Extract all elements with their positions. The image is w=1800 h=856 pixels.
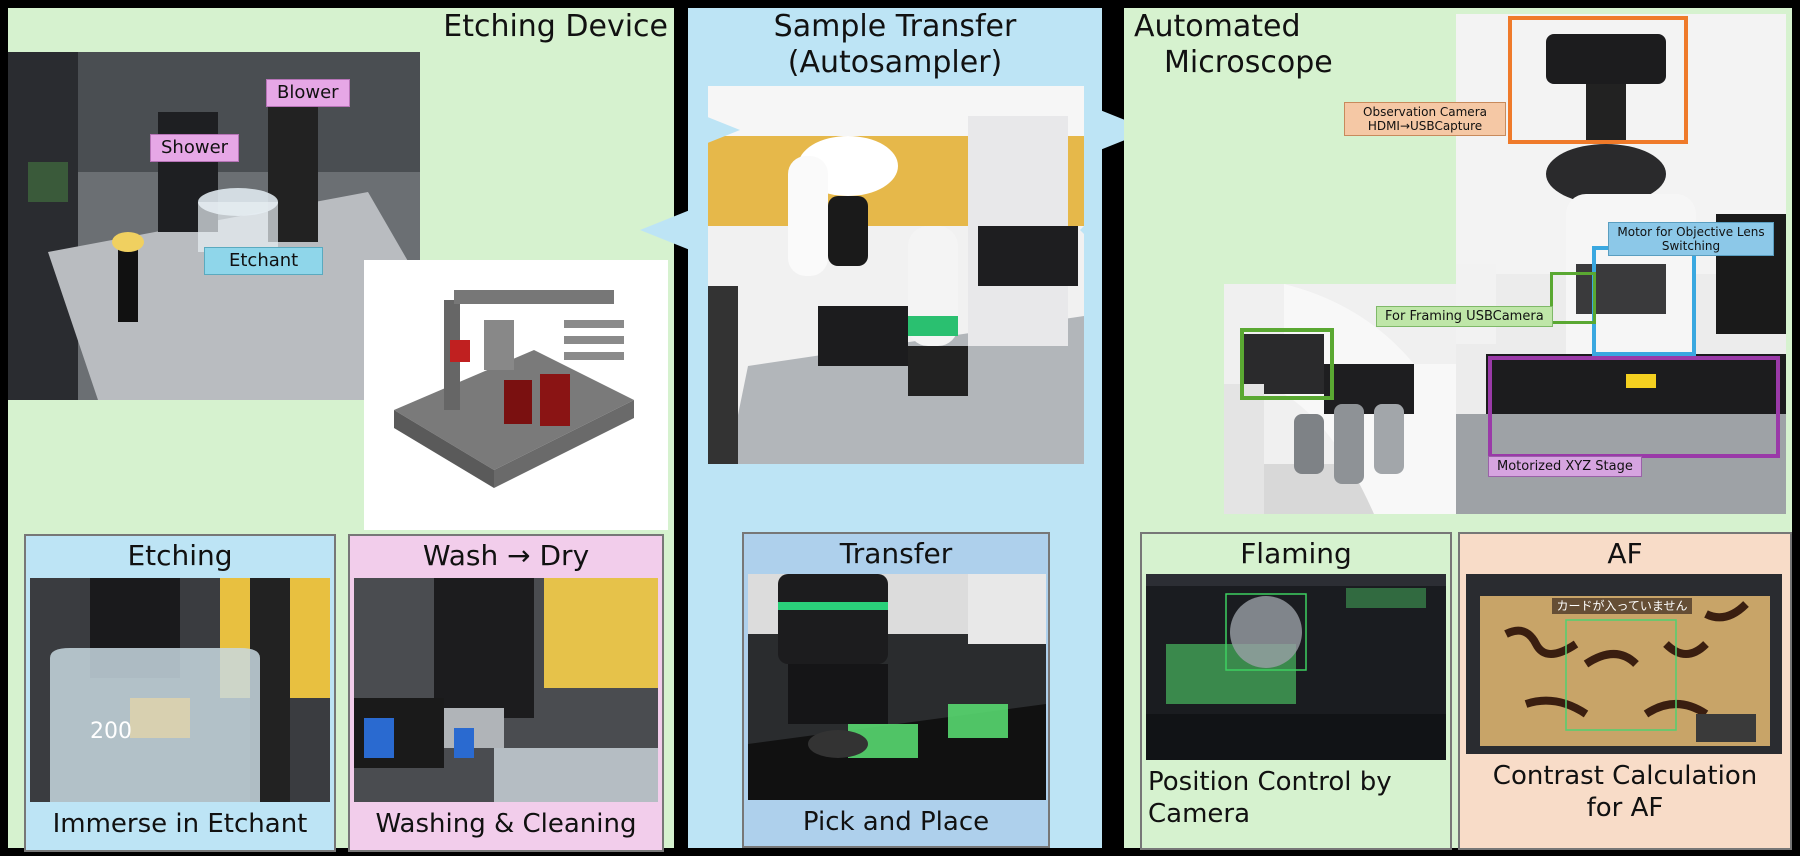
- af-card-title: AF: [1607, 537, 1643, 570]
- shower-label: Shower: [150, 134, 240, 162]
- automated-microscope-title-line1: Automated: [1134, 9, 1301, 44]
- wash-dry-card: Wash → Dry Washing & Cleaning: [348, 534, 664, 852]
- flaming-screen-photo: [1146, 574, 1446, 760]
- etching-device-panel: Etching Device Blower Shower Etchant: [8, 8, 674, 852]
- observation-camera-highlight: [1508, 16, 1688, 144]
- etching-device-photo: [8, 52, 420, 400]
- autosampler-photo: [708, 86, 1084, 464]
- xyz-stage-highlight: [1488, 356, 1780, 458]
- transfer-card: Transfer Pick and Place: [742, 532, 1050, 848]
- automated-microscope-title-line2: Microscope: [1164, 45, 1333, 80]
- af-screen-message: カードが入っていません: [1556, 598, 1687, 613]
- framing-camera-highlight-zoom: [1240, 328, 1334, 400]
- xyz-stage-label: Motorized XYZ Stage: [1488, 456, 1642, 477]
- transfer-photo: [748, 574, 1046, 800]
- objective-motor-label: Motor for Objective Lens Switching: [1608, 222, 1774, 256]
- observation-camera-label: Observation Camera HDMI→USBCapture: [1344, 102, 1506, 136]
- etchant-label: Etchant: [204, 247, 324, 275]
- flaming-card: Flaming Position Control by Camera: [1140, 532, 1452, 850]
- etching-card: Etching 200 Immerse in Etchant: [24, 534, 336, 852]
- transfer-card-caption: Pick and Place: [802, 807, 990, 837]
- blower-label: Blower: [266, 79, 350, 107]
- sample-transfer-panel: Sample Transfer (Autosampler) Transfer: [688, 8, 1102, 848]
- objective-motor-highlight: [1592, 246, 1696, 356]
- svg-text:200: 200: [90, 719, 132, 744]
- af-screen-photo: カードが入っていません: [1466, 574, 1782, 754]
- sample-transfer-title-line1: Sample Transfer: [773, 9, 1017, 44]
- af-card-caption: Contrast Calculation for AF: [1492, 761, 1758, 823]
- etching-device-cad-render: [364, 260, 668, 530]
- etching-card-caption: Immerse in Etchant: [52, 809, 308, 839]
- flaming-card-caption: Position Control by Camera: [1148, 767, 1392, 829]
- arrow-right-from-etching-icon: [640, 110, 740, 250]
- framing-camera-highlight-main: [1550, 272, 1596, 324]
- etching-card-title: Etching: [127, 539, 233, 572]
- automated-microscope-panel: Automated Microscope: [1124, 8, 1792, 850]
- flaming-card-title: Flaming: [1240, 537, 1352, 570]
- framing-camera-label: For Framing USBCamera: [1376, 306, 1553, 327]
- wash-dry-card-title: Wash → Dry: [422, 539, 590, 572]
- sample-transfer-title-line2: (Autosampler): [787, 45, 1003, 80]
- wash-dry-photo: [354, 578, 658, 802]
- af-card: AF カードが入っていません Contrast Calculation for …: [1458, 532, 1792, 850]
- wash-dry-card-caption: Washing & Cleaning: [375, 809, 637, 839]
- etching-photo: 200: [30, 578, 330, 802]
- transfer-card-title: Transfer: [839, 537, 953, 570]
- etching-device-title: Etching Device: [443, 9, 668, 44]
